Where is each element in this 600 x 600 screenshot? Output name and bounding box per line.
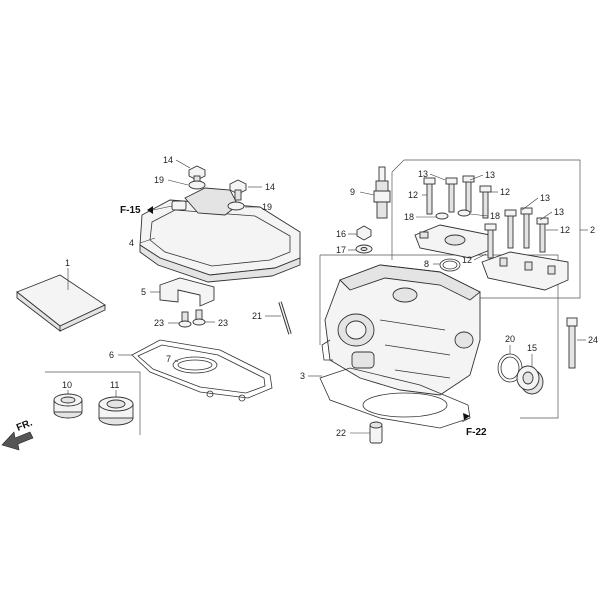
- camshaft-holder-right: [481, 251, 569, 291]
- cylinder-head-cover: [139, 187, 301, 283]
- seal-10: [53, 390, 83, 419]
- callout-11: 11: [110, 380, 119, 390]
- callout-18-a: 18: [404, 212, 414, 222]
- ref-arrow-f22: [461, 413, 471, 423]
- callout-14-b: 14: [265, 182, 275, 192]
- callout-20: 20: [505, 334, 515, 344]
- head-cover-gasket: [118, 339, 273, 402]
- ref-label-f15: F-15: [120, 205, 141, 216]
- callout-24: 24: [588, 335, 598, 345]
- ref-arrow-f15: [147, 205, 173, 214]
- dowel-pin-22: [350, 421, 383, 444]
- callout-23-a: 23: [154, 318, 164, 328]
- holder-bolts: [422, 173, 558, 261]
- callout-12-b: 12: [500, 187, 510, 197]
- callout-13-a: 13: [418, 169, 428, 179]
- callout-19-a: 19: [154, 175, 164, 185]
- callout-15: 15: [527, 343, 537, 353]
- callout-2: 2: [590, 225, 595, 235]
- callout-17: 17: [336, 245, 346, 255]
- front-label: FR.: [15, 417, 34, 433]
- callout-1: 1: [65, 258, 70, 268]
- washers-18: [416, 209, 489, 220]
- callout-3: 3: [300, 371, 305, 381]
- cylinder-head: [308, 264, 481, 396]
- cover-bolt-right: [227, 179, 262, 211]
- group-box-seals: [45, 371, 141, 435]
- spark-plug-gasket: [172, 356, 218, 374]
- callout-9: 9: [350, 187, 355, 197]
- callout-21: 21: [252, 311, 262, 321]
- long-bolt-24: [566, 317, 586, 369]
- callout-12-c: 12: [560, 225, 570, 235]
- callout-5: 5: [141, 287, 146, 297]
- callout-8: 8: [424, 259, 429, 269]
- cover-bracket: [150, 277, 215, 307]
- callout-10: 10: [62, 380, 72, 390]
- callout-16: 16: [336, 229, 346, 239]
- nut-16: [348, 225, 372, 241]
- callout-6: 6: [109, 350, 114, 360]
- callout-19-b: 19: [262, 202, 272, 212]
- callout-13-c: 13: [540, 193, 550, 203]
- camshaft-holder-left: [414, 224, 491, 259]
- callout-22: 22: [336, 428, 346, 438]
- stud-bolt-21: [265, 301, 292, 335]
- o-ring-8: [433, 258, 461, 272]
- ref-label-f22: F-22: [466, 427, 487, 438]
- callout-7: 7: [166, 354, 171, 364]
- group-box-camshaft-holder: [391, 159, 581, 299]
- seal-11: [98, 390, 134, 426]
- bracket-bolts: [168, 309, 215, 328]
- callout-12-a: 12: [408, 190, 418, 200]
- manual-sheet: [16, 268, 106, 332]
- callout-18-b: 18: [490, 211, 500, 221]
- callout-13-b: 13: [485, 170, 495, 180]
- callout-14-a: 14: [163, 155, 173, 165]
- callout-23-b: 23: [218, 318, 228, 328]
- cover-bolt-left: [167, 159, 206, 190]
- callout-4: 4: [129, 238, 134, 248]
- callout-13-d: 13: [554, 207, 564, 217]
- spark-plug: [359, 166, 391, 219]
- front-direction-arrow: [1, 431, 34, 451]
- plug-cap-15: [516, 354, 544, 395]
- washer-17: [348, 244, 373, 254]
- callout-12-d: 12: [462, 255, 472, 265]
